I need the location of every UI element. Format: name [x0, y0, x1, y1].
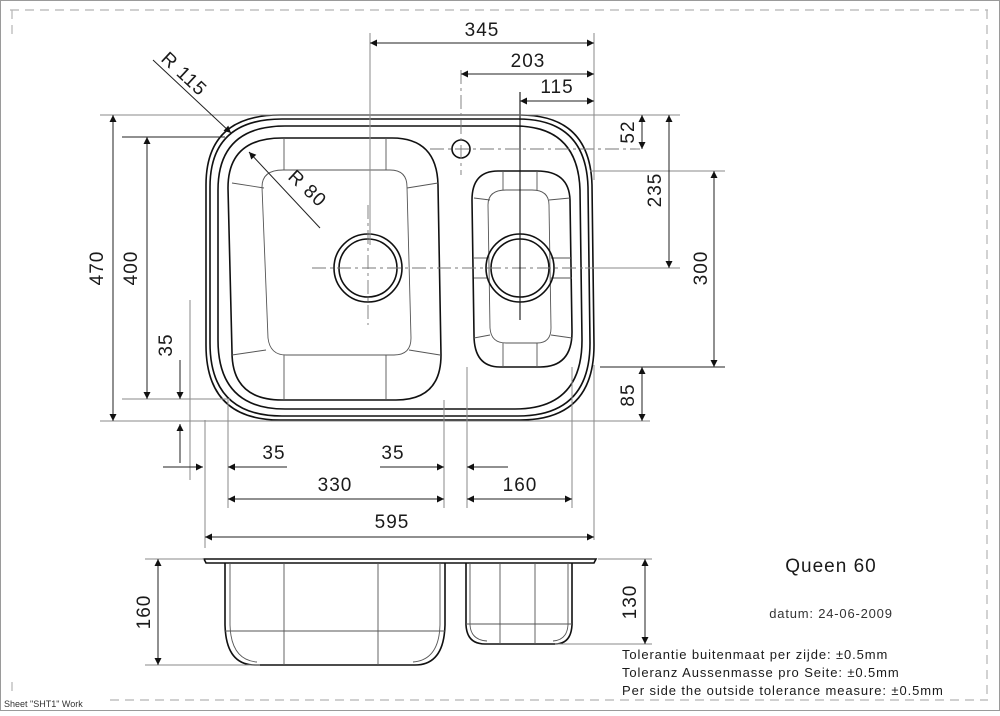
section-large-bowl — [224, 563, 446, 666]
radius-inner-label: R 80 — [284, 166, 331, 211]
model-name: Queen 60 — [785, 556, 876, 577]
tolerance-line-en: Per side the outside tolerance measure: … — [622, 683, 944, 698]
extension-lines — [100, 33, 725, 548]
dim-section-160: 160 — [134, 595, 155, 630]
title-block: Queen 60 datum: 24-06-2009 Tolerantie bu… — [622, 556, 944, 698]
dim-115: 115 — [540, 77, 573, 98]
tolerance-line-de: Toleranz Aussenmasse pro Seite: ±0.5mm — [622, 665, 900, 680]
dim-300: 300 — [691, 251, 712, 286]
section-rim — [202, 558, 598, 564]
dim-470: 470 — [87, 251, 108, 286]
dim-35-bottom-left: 35 — [262, 443, 285, 464]
dim-35-bottom-right: 35 — [381, 443, 404, 464]
dim-235: 235 — [645, 173, 666, 208]
tolerance-line-nl: Tolerantie buitenmaat per zijde: ±0.5mm — [622, 647, 888, 662]
large-bowl-outline — [227, 137, 442, 401]
section-small-bowl — [465, 563, 573, 645]
sink-plan-view — [205, 70, 640, 421]
radius-outer-label: R 115 — [157, 48, 211, 100]
dim-35-left: 35 — [156, 333, 177, 356]
dim-203: 203 — [511, 51, 546, 72]
sheet-label: Sheet "SHT1" Work — [4, 699, 83, 709]
dim-400: 400 — [121, 251, 142, 286]
dim-345: 345 — [465, 20, 500, 41]
dim-160-bottom: 160 — [503, 475, 538, 496]
large-bowl-floor — [261, 169, 412, 356]
dim-85: 85 — [618, 383, 639, 406]
dimension-lines — [109, 39, 718, 541]
dim-section-130: 130 — [620, 585, 641, 620]
sink-section-view — [145, 558, 652, 666]
small-bowl-outline — [471, 170, 573, 368]
dim-52: 52 — [618, 120, 639, 143]
dim-330: 330 — [318, 475, 353, 496]
dim-595: 595 — [375, 512, 410, 533]
sink-outer-rim — [205, 114, 595, 421]
drawing-date: datum: 24-06-2009 — [769, 606, 892, 621]
dashed-frame — [10, 9, 988, 701]
